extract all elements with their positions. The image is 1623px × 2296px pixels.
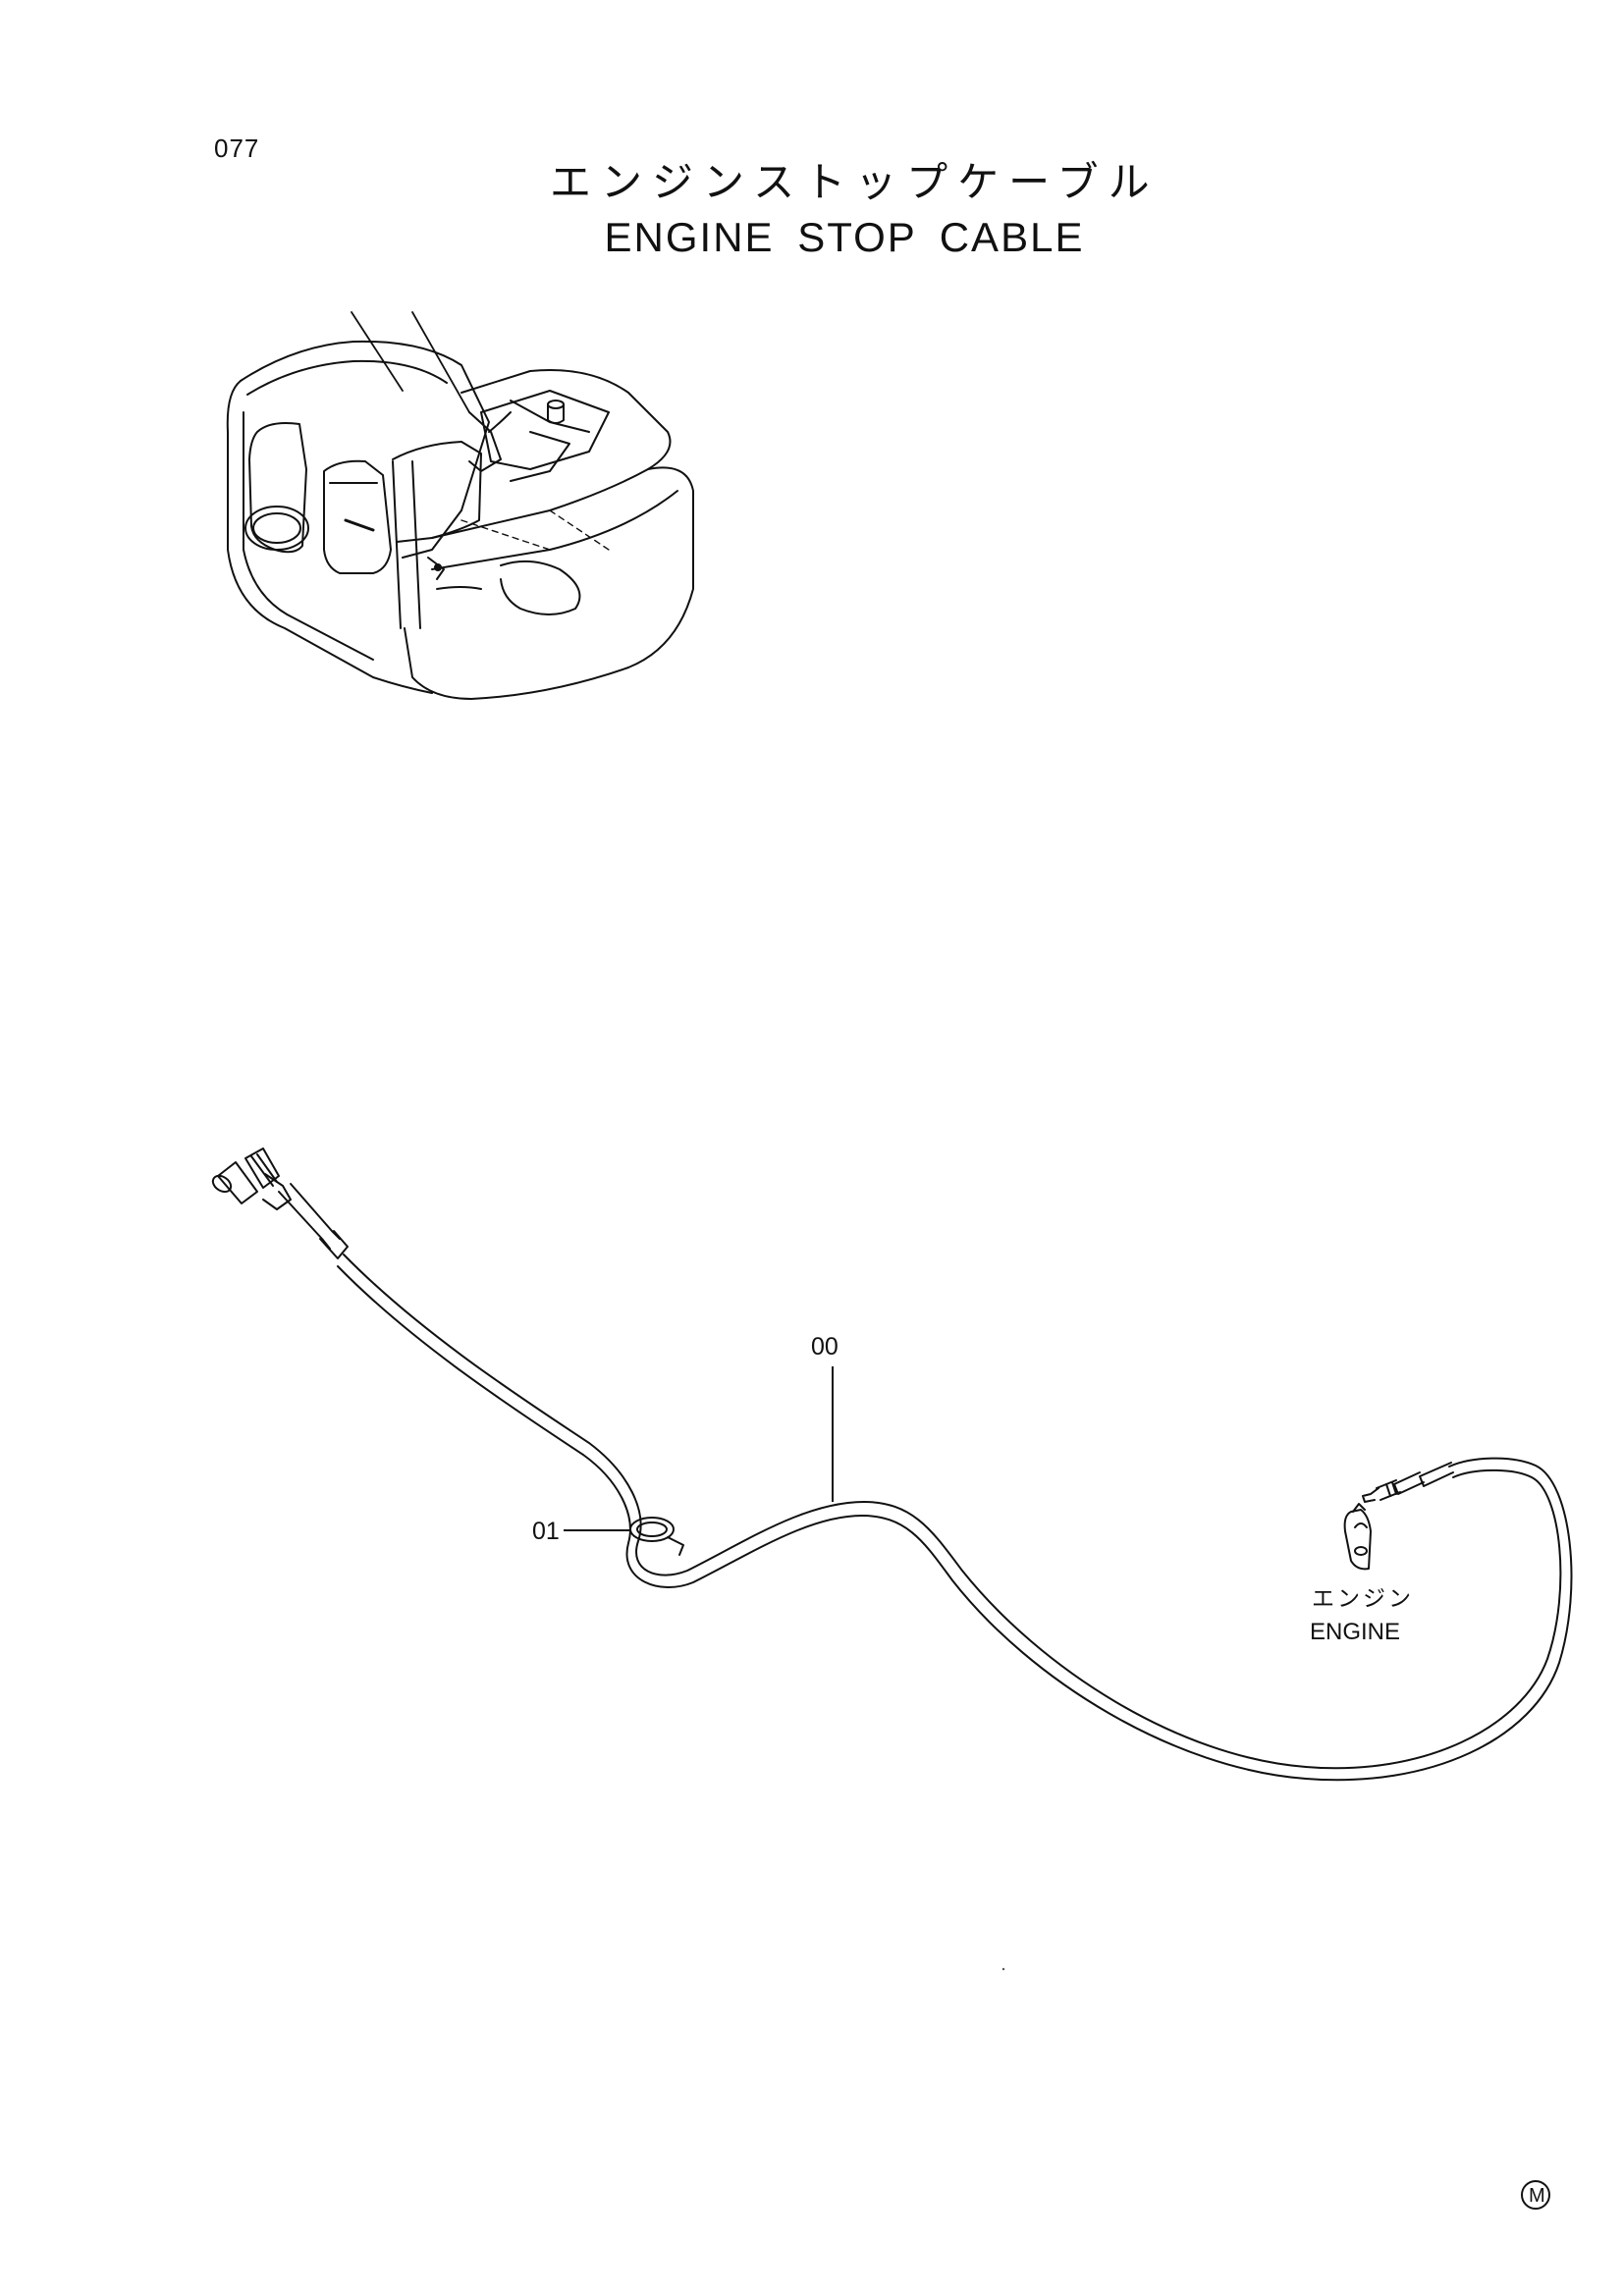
title-block: エンジンストップケーブル ENGINE STOP CABLE xyxy=(550,155,1160,265)
title-japanese: エンジンストップケーブル xyxy=(550,158,1160,206)
callout-clamp: 01 xyxy=(532,1518,630,1545)
scan-speck xyxy=(1001,1967,1005,1971)
callout-label-clamp: 01 xyxy=(532,1518,560,1545)
cable-body-outer xyxy=(343,1254,1562,1770)
callout-cable: 00 xyxy=(811,1333,839,1502)
engine-end-fitting xyxy=(1362,1462,1454,1503)
engine-stop-lever xyxy=(1343,1503,1372,1571)
excavator-locator-sketch xyxy=(226,311,694,700)
cable-body-inner xyxy=(337,1265,1573,1782)
title-english: ENGINE STOP CABLE xyxy=(604,214,1085,260)
engine-stop-cable xyxy=(211,1148,1573,1782)
corner-mark-letter: M xyxy=(1529,2185,1545,2207)
clamp-loop xyxy=(629,1517,684,1556)
callout-label-cable: 00 xyxy=(811,1333,839,1361)
corner-mark: M xyxy=(1521,2180,1550,2210)
engine-note-japanese: エンジン xyxy=(1312,1586,1414,1612)
engine-note-english: ENGINE xyxy=(1310,1619,1400,1645)
engine-note: エンジン ENGINE xyxy=(1310,1586,1414,1645)
stop-knob xyxy=(211,1148,349,1259)
page-number: 077 xyxy=(214,133,260,163)
